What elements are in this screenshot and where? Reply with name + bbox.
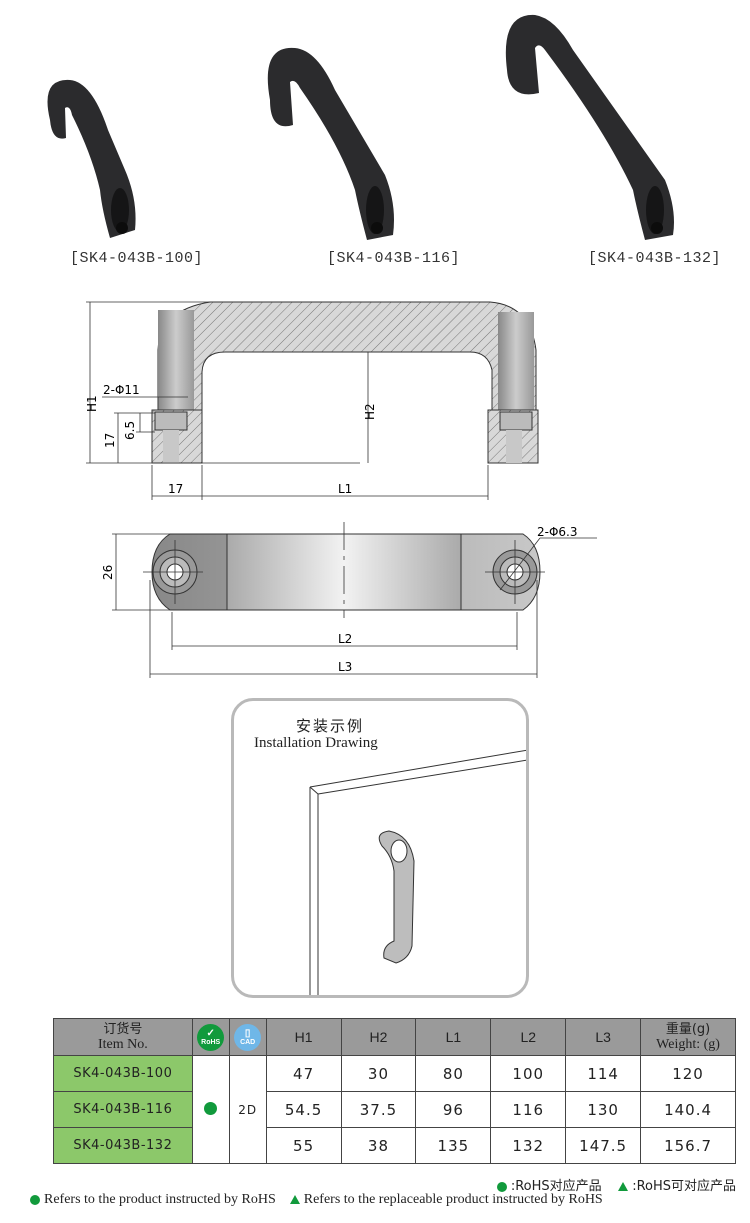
weight-cell: 120 [640, 1055, 736, 1092]
l2-header: L2 [490, 1018, 567, 1056]
product-photo-116 [267, 47, 394, 241]
h1-label: H1 [85, 395, 99, 412]
h1-header: H1 [265, 1018, 342, 1056]
table-row: SK4-043B-100 2D 47 30 80 100 114 120 [53, 1055, 736, 1164]
table-row: SK4-043B-116 54.5 37.5 96 116 130 140.4 [53, 1091, 736, 1128]
installation-title-en: Installation Drawing [254, 735, 378, 751]
weight-header: 重量(g) Weight: (g) [640, 1018, 736, 1056]
width-26-label: 26 [101, 565, 115, 580]
installation-title-cn: 安装示例 [296, 717, 365, 735]
dim-17-vertical: 17 [103, 433, 117, 448]
h2-header: H2 [340, 1018, 417, 1056]
product-caption: [SK4-043B-100] [70, 250, 204, 267]
l3-cell: 130 [565, 1091, 642, 1128]
l2-cell: 100 [490, 1055, 567, 1092]
l3-cell: 147.5 [565, 1127, 642, 1164]
spec-table: 订货号 Item No. ✓RoHS ▯CAD H1 H2 L1 L2 L3 重… [53, 1018, 736, 1164]
weight-cell: 156.7 [640, 1127, 736, 1164]
item-no-header: 订货号 Item No. [53, 1018, 193, 1056]
h2-cell: 37.5 [340, 1091, 417, 1128]
h1-cell: 47 [265, 1055, 342, 1092]
h1-cell: 55 [265, 1127, 342, 1164]
h1-cell: 54.5 [265, 1091, 342, 1128]
l3-cell: 114 [565, 1055, 642, 1092]
dim-17-horizontal: 17 [168, 482, 183, 496]
l1-cell: 96 [415, 1091, 492, 1128]
h2-cell: 38 [340, 1127, 417, 1164]
item-no-cell: SK4-043B-132 [53, 1127, 193, 1164]
rohs-icon: ✓RoHS [197, 1023, 225, 1051]
rohs-header: ✓RoHS [191, 1018, 230, 1056]
cad-icon: ▯CAD [234, 1023, 262, 1051]
door-handle-illustration [309, 749, 526, 995]
product-photo-132 [505, 14, 674, 240]
table-header-row: 订货号 Item No. ✓RoHS ▯CAD H1 H2 L1 L2 L3 重… [53, 1018, 736, 1056]
l1-cell: 135 [415, 1127, 492, 1164]
triangle-icon [289, 1195, 300, 1205]
triangle-icon [618, 1182, 629, 1191]
hole-label: 2-Φ6.3 [537, 525, 578, 539]
l2-label: L2 [338, 632, 352, 646]
weight-cell: 140.4 [640, 1091, 736, 1128]
l3-header: L3 [565, 1018, 642, 1056]
item-no-cell: SK4-043B-100 [53, 1055, 193, 1092]
front-section-drawing: H1 H2 2-Φ11 17 6.5 17 L1 [85, 301, 539, 500]
l1-header: L1 [415, 1018, 492, 1056]
l2-cell: 116 [490, 1091, 567, 1128]
l1-cell: 80 [415, 1055, 492, 1092]
product-caption: [SK4-043B-132] [588, 250, 722, 267]
rohs-dot-icon [204, 1101, 218, 1115]
circle-icon [496, 1181, 507, 1192]
rohs-cell [191, 1055, 230, 1164]
circle-icon [30, 1194, 40, 1205]
legend-en: Refers to the product instructed by RoHS… [30, 1192, 603, 1208]
top-view-drawing: 26 2-Φ6.3 L2 L3 [101, 522, 597, 678]
dim-6-5: 6.5 [123, 421, 137, 440]
l2-cell: 132 [490, 1127, 567, 1164]
h2-cell: 30 [340, 1055, 417, 1092]
l3-label: L3 [338, 660, 352, 674]
cad-cell: 2D [228, 1055, 267, 1164]
cad-header: ▯CAD [228, 1018, 267, 1056]
l1-label: L1 [338, 482, 352, 496]
product-caption: [SK4-043B-116] [327, 250, 461, 267]
hole-label: 2-Φ11 [103, 383, 140, 397]
item-no-cell: SK4-043B-116 [53, 1091, 193, 1128]
h2-label: H2 [363, 403, 377, 420]
installation-drawing-panel: 安装示例 Installation Drawing [231, 698, 529, 998]
legend-cn: :RoHS对应产品 :RoHS可对应产品 [496, 1175, 736, 1194]
table-row: SK4-043B-132 55 38 135 132 147.5 156.7 [53, 1127, 736, 1164]
product-photo-100 [47, 79, 136, 238]
